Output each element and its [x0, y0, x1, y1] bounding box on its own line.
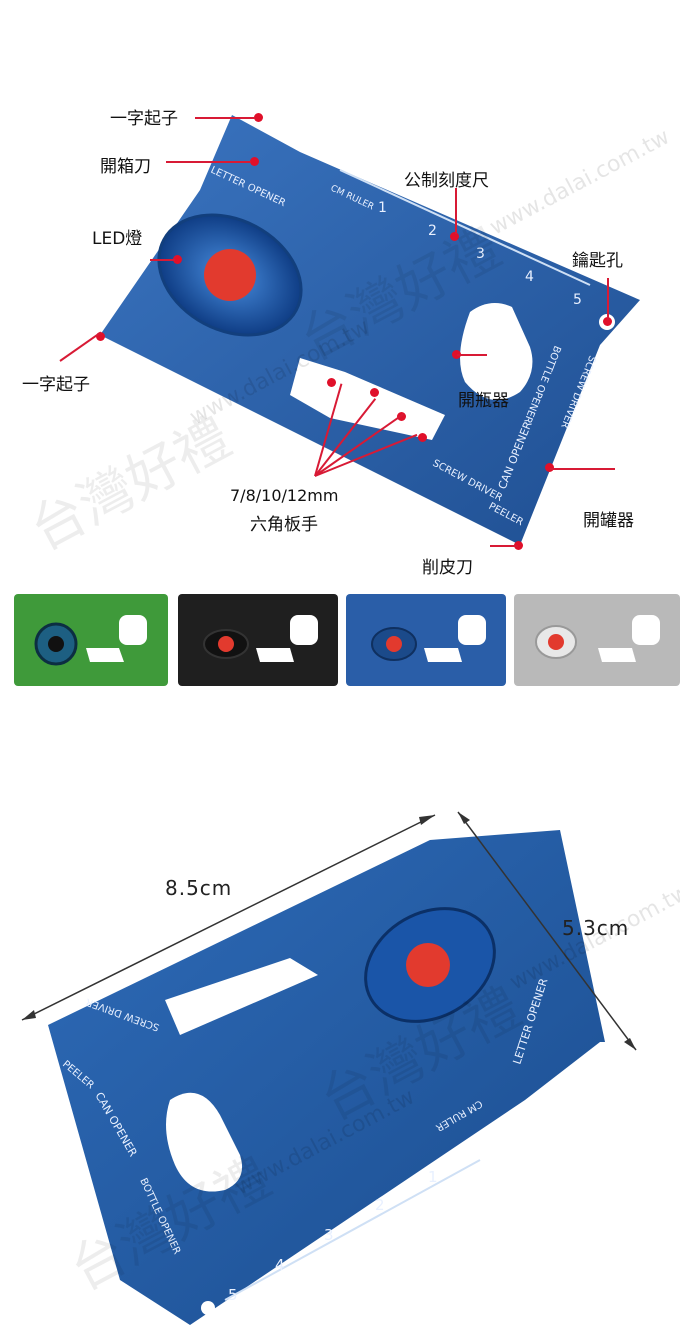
annotated-card-figure: LETTER OPENER CM RULER 1 2 3 4 5 BOTTLE … [0, 0, 680, 580]
variant-green [14, 590, 168, 690]
ruler-number-4: 4 [525, 269, 534, 285]
variant-silver [514, 590, 680, 690]
callout-dot-bottle [452, 350, 461, 359]
label-can: 開罐器 [583, 511, 634, 531]
leader-bottle [457, 354, 487, 356]
callout-dot-can [545, 463, 554, 472]
card-body-bottom [48, 830, 605, 1325]
hex-cutout-bottom [165, 958, 318, 1035]
label-screwdriver-left: 一字起子 [22, 375, 90, 395]
ruler-number-5-bottom: 5 [228, 1286, 238, 1304]
ruler-number-3-bottom: 3 [324, 1226, 334, 1244]
callout-dot-hex-12 [327, 378, 336, 387]
leader-screwdriver-top [195, 117, 255, 119]
callout-dot-led [173, 255, 182, 264]
width-dimension-line [21, 814, 436, 1021]
led-button-bottom [406, 943, 450, 987]
callout-dot-screwdriver-top [254, 113, 263, 122]
label-hex-sizes: 7/8/10/12mm [230, 486, 339, 505]
bottle-cutout-bottom [166, 1092, 243, 1192]
led-button [204, 249, 256, 301]
width-label: 8.5cm [165, 876, 233, 900]
blue-multitool-card: LETTER OPENER CM RULER 1 2 3 4 5 BOTTLE … [100, 115, 640, 545]
height-dimension-line [457, 811, 637, 1051]
bottle-opener-cutout [460, 303, 533, 400]
ruler-number-1-bottom: 1 [428, 1168, 438, 1186]
leader-keyhole [607, 278, 609, 320]
leader-ruler [455, 188, 457, 234]
ruler-number-2-bottom: 2 [375, 1196, 385, 1214]
ruler-number-3: 3 [476, 246, 485, 262]
ruler-number-1: 1 [378, 200, 387, 216]
callout-dot-keyhole [603, 317, 612, 326]
callout-dot-hex-10 [370, 388, 379, 397]
callout-dot-hex-7 [418, 433, 427, 442]
dimension-figure: LETTER OPENER CM RULER SCREW DRIVER CAN … [0, 780, 680, 1338]
leader-can [550, 468, 615, 470]
callout-dot-ruler [450, 232, 459, 241]
callout-dot-box-cutter [250, 157, 259, 166]
leader-box-cutter [166, 161, 251, 163]
label-bottle: 開瓶器 [458, 391, 509, 411]
callout-dot-peeler [514, 541, 523, 550]
height-arrow-top [458, 812, 470, 824]
ruler-number-5: 5 [573, 292, 582, 308]
variant-black [178, 590, 338, 690]
label-screwdriver-top: 一字起子 [110, 109, 178, 129]
width-arrow-right [419, 815, 435, 825]
label-led: LED燈 [92, 229, 143, 249]
leader-peeler [490, 545, 518, 547]
label-hex-name: 六角板手 [250, 515, 318, 535]
callout-dot-screwdriver-left [96, 332, 105, 341]
blue-card-rotated: LETTER OPENER CM RULER SCREW DRIVER CAN … [21, 811, 637, 1325]
height-label: 5.3cm [562, 916, 630, 940]
label-ruler: 公制刻度尺 [404, 171, 489, 191]
label-keyhole: 鑰匙孔 [572, 251, 623, 271]
label-peeler: 削皮刀 [422, 558, 473, 578]
variant-blue [346, 590, 506, 690]
leader-led [150, 259, 175, 261]
label-box-cutter: 開箱刀 [100, 157, 151, 177]
ruler-number-4-bottom: 4 [275, 1256, 285, 1274]
width-arrow-left [22, 1010, 36, 1020]
ruler-number-2: 2 [428, 223, 437, 239]
height-arrow-bottom [624, 1038, 636, 1050]
key-hole-bottom [201, 1301, 215, 1315]
